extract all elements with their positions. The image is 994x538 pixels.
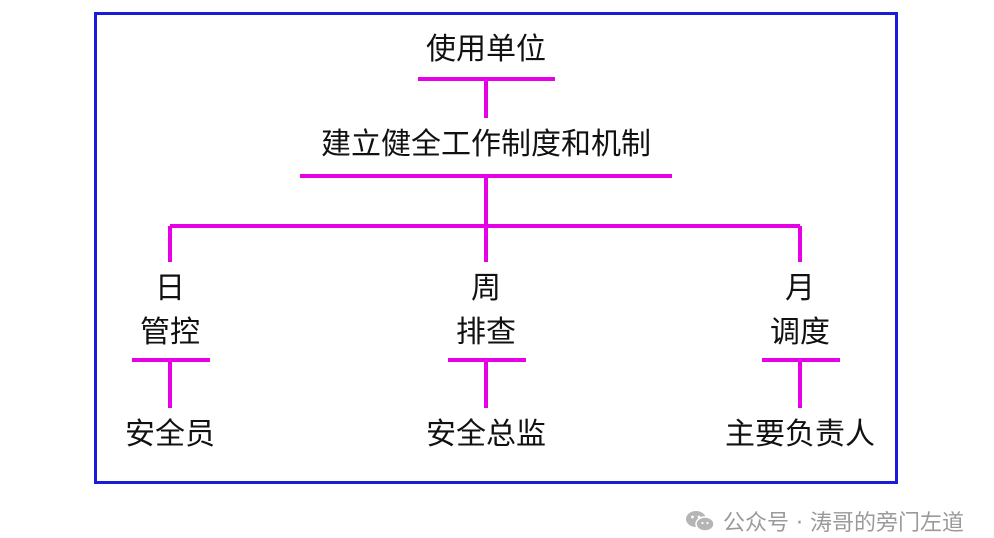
diagram-frame bbox=[94, 12, 898, 484]
wechat-icon bbox=[686, 511, 715, 532]
period-month: 月 bbox=[785, 271, 815, 306]
role-week: 安全总监 bbox=[426, 417, 546, 452]
role-day: 安全员 bbox=[125, 417, 215, 452]
action-month: 调度 bbox=[770, 315, 830, 350]
watermark: 公众号 · 涛哥的旁门左道 bbox=[685, 505, 964, 537]
policy-node: 建立健全工作制度和机制 bbox=[321, 127, 651, 162]
role-month: 主要负责人 bbox=[725, 417, 875, 452]
action-day: 管控 bbox=[140, 315, 200, 350]
period-day: 日 bbox=[155, 271, 185, 306]
watermark-text: 公众号 · 涛哥的旁门左道 bbox=[723, 511, 964, 536]
action-week: 排查 bbox=[456, 315, 516, 350]
root-node: 使用单位 bbox=[426, 32, 546, 67]
period-week: 周 bbox=[471, 271, 501, 306]
